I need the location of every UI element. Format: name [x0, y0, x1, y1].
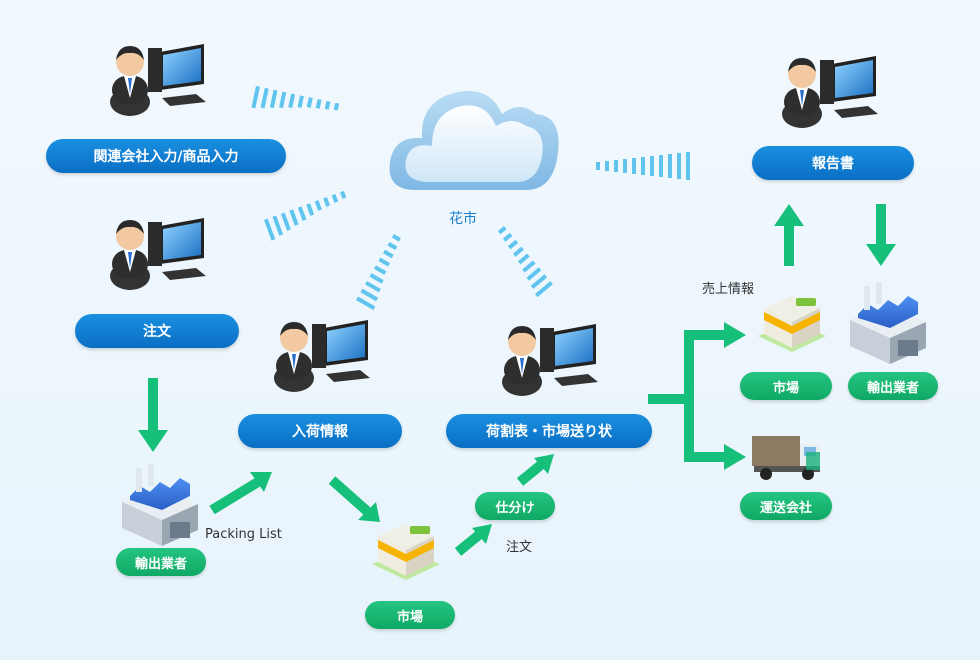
exporter-left-node: 輸出業者 — [116, 548, 206, 576]
dotted-connectors — [251, 86, 690, 310]
person-computer-icon — [274, 320, 370, 392]
market-bottom-node: 市場 — [365, 601, 455, 629]
person-computer-icon — [782, 56, 878, 128]
order-node: 注文 — [75, 314, 239, 348]
exporter-right-node: 輸出業者 — [848, 372, 938, 400]
sorting-node: 仕分け — [475, 492, 555, 520]
cloud-icon — [389, 90, 559, 190]
arrow-icon — [138, 204, 896, 556]
shop-icon — [758, 296, 826, 352]
market-right-node: 市場 — [740, 372, 832, 400]
person-computer-icon — [502, 324, 598, 396]
sales-info-label: 売上情報 — [702, 282, 755, 297]
person-computer-icon — [110, 218, 206, 290]
arrival-info-node: 入荷情報 — [238, 414, 402, 448]
report-node: 報告書 — [752, 146, 914, 180]
person-computer-icon — [110, 44, 206, 116]
affiliate-input-node: 関連会社入力/商品入力 — [46, 139, 286, 173]
truck-icon — [752, 436, 820, 480]
factory-icon — [122, 464, 198, 546]
allocation-sheet-node: 荷割表・市場送り状 — [446, 414, 652, 448]
factory-icon — [850, 282, 926, 364]
order-small-label: 注文 — [506, 540, 533, 555]
packing-list-label: Packing List — [205, 527, 282, 542]
transport-company-node: 運送会社 — [740, 492, 832, 520]
cloud-label: 花市 — [449, 211, 477, 227]
shop-icon — [372, 524, 440, 580]
